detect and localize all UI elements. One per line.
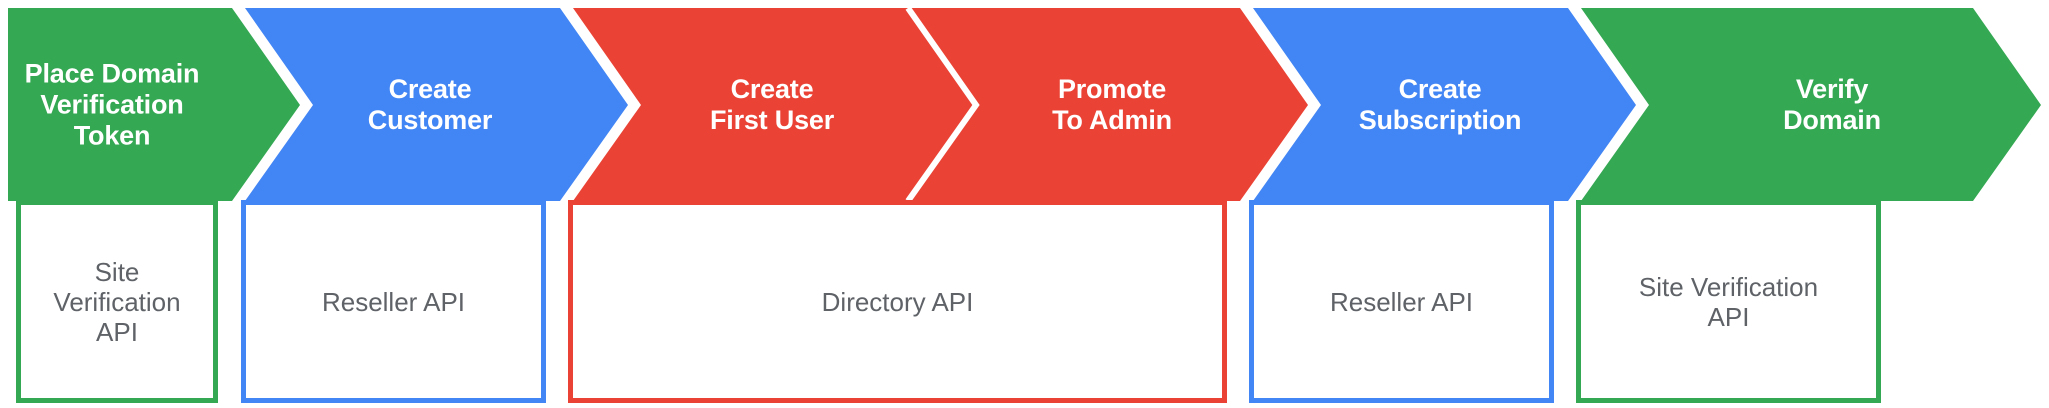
api-box-label: Site Verification API [53, 256, 181, 347]
api-box-reseller-2[interactable]: Reseller API [1249, 200, 1554, 403]
chevron-step-1[interactable] [8, 8, 300, 201]
api-box-label: Reseller API [1329, 286, 1474, 317]
api-box-site-verification-2[interactable]: Site Verification API [1576, 200, 1881, 403]
api-box-label: Site Verification API [1638, 271, 1819, 332]
api-box-reseller-1[interactable]: Reseller API [241, 200, 546, 403]
chevron-step-2[interactable] [245, 8, 628, 201]
api-box-label: Directory API [821, 286, 974, 317]
api-box-directory[interactable]: Directory API [568, 200, 1227, 403]
chevron-step-3-4-body[interactable] [573, 8, 1308, 201]
api-box-label: Reseller API [321, 286, 466, 317]
chevron-step-5[interactable] [1253, 8, 1636, 201]
chevron-step-6[interactable] [1581, 8, 2041, 201]
api-box-site-verification-1[interactable]: Site Verification API [16, 200, 218, 403]
chevron-divider-3-4 [905, 6, 980, 203]
